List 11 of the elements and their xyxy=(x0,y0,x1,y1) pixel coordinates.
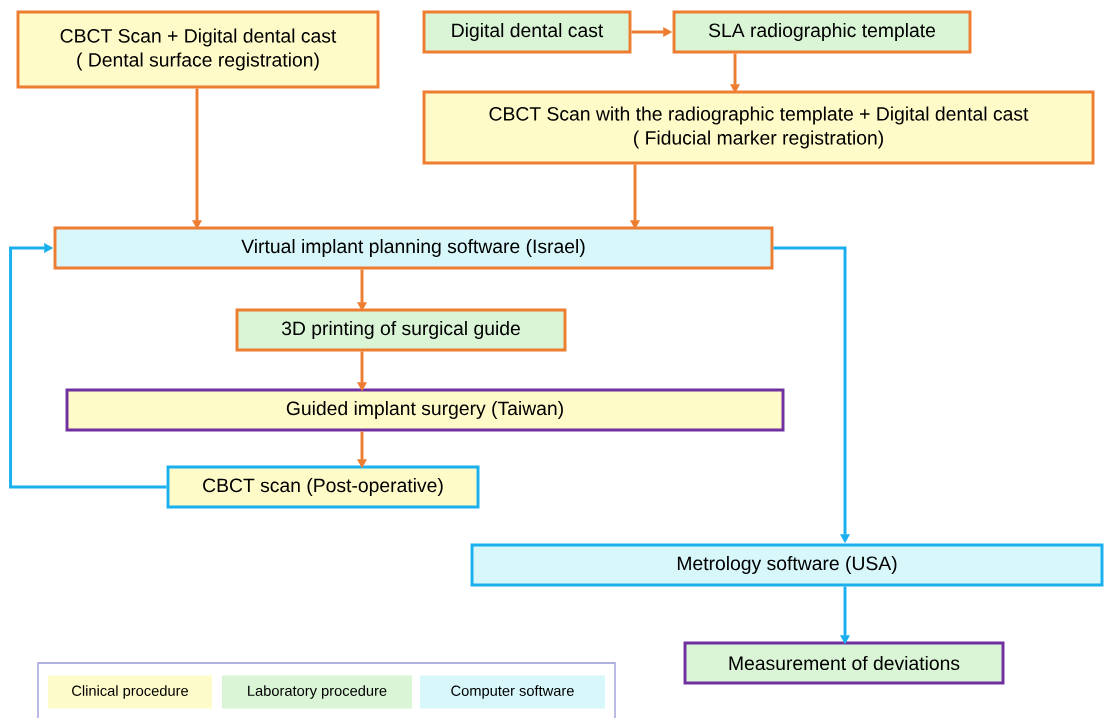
process-box: Metrology software (USA) xyxy=(470,543,1104,587)
process-box: Measurement of deviations xyxy=(683,641,1005,685)
process-box: Guided implant surgery (Taiwan) xyxy=(65,388,785,432)
arrow xyxy=(9,243,167,489)
process-box: CBCT Scan + Digital dental cast ( Dental surface registration) xyxy=(16,10,380,89)
process-box: CBCT Scan with the radiographic template + Digital dental cast ( Fiducial marker registration) xyxy=(422,90,1095,165)
process-box: Digital dental cast xyxy=(422,10,632,54)
process-box: Virtual implant planning software (Israel) xyxy=(53,226,774,270)
process-box: SLA radiographic template xyxy=(672,10,972,54)
process-box: CBCT scan (Post-operative) xyxy=(166,465,480,509)
process-box: 3D printing of surgical guide xyxy=(235,308,567,352)
